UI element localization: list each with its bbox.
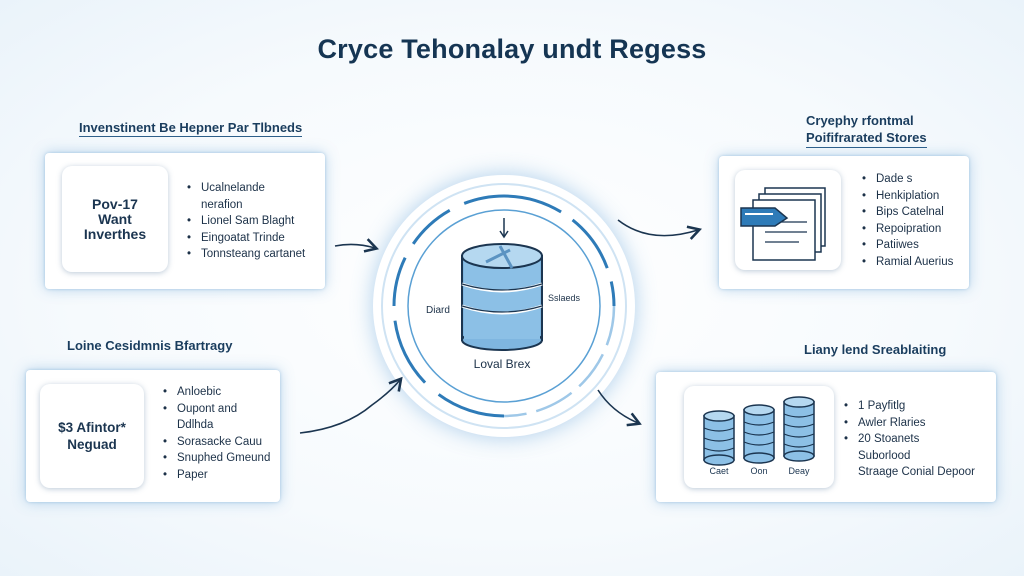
list-item: Ramial Auerius	[862, 254, 953, 271]
list-item: Eingoatat Trinde	[187, 230, 305, 247]
list-item: Bips Catelnal	[862, 204, 953, 221]
bottom-left-heading: Loine Cesidmnis Bfartragy	[67, 338, 233, 353]
arrow-right-icon	[334, 238, 380, 253]
heading-line: Cryephy rfontmal	[806, 113, 914, 128]
db-label: Oon	[750, 466, 768, 476]
center-left-tag: Diard	[426, 305, 450, 316]
badge-line: Inverthes	[83, 225, 147, 242]
badge-line: Pov-17	[92, 195, 138, 212]
list-item: Ddlhda	[177, 419, 214, 431]
list-item: Paper	[163, 467, 270, 484]
database-icon	[461, 243, 543, 351]
list-item: 1 Payfitlg	[844, 398, 975, 415]
list-item: Ucalnelande	[187, 180, 305, 197]
badge-line: Neguad	[67, 437, 117, 452]
top-right-docs	[735, 170, 841, 270]
arrow-curved-icon	[617, 219, 702, 240]
heading-line: Poififrarated Stores	[806, 129, 927, 148]
badge-line: $3 Afintor*	[58, 420, 126, 435]
arrow-curved-icon	[299, 376, 403, 434]
top-left-list: Ucalnelande nerafion Lionel Sam Blaght E…	[187, 180, 305, 263]
list-item: Awler Rlaries	[844, 415, 975, 432]
list-item: Oupont and	[163, 401, 270, 418]
center-label: Loval Brex	[473, 357, 531, 371]
list-item: Straage Conial Depoor	[858, 466, 975, 478]
list-item: Sorasacke Cauu	[163, 434, 270, 451]
top-left-card: Pov-17 Want Inverthes Ucalnelande nerafi…	[45, 153, 325, 289]
top-right-card: Dade s Henkiplation Bips Catelnal Repoip…	[719, 156, 969, 289]
top-right-heading: Cryephy rfontmal Poififrarated Stores	[806, 112, 946, 148]
list-item: Henkiplation	[862, 188, 953, 205]
bottom-left-badge: $3 Afintor* Neguad	[40, 384, 144, 488]
list-item: Suborlood	[858, 449, 911, 462]
top-left-heading: Invenstinent Be Hepner Par Tlbneds	[79, 120, 303, 137]
database-icon	[783, 396, 815, 462]
list-item: Dade s	[862, 171, 953, 188]
list-item: Repoipration	[862, 221, 953, 238]
bottom-left-list: Anloebic Oupont and Ddlhda Sorasacke Cau…	[163, 384, 270, 483]
top-left-badge: Pov-17 Want Inverthes	[62, 166, 168, 272]
db-label: Deay	[788, 466, 810, 476]
bottom-right-card: Caet Oon Deay 1 Payfitlg Awler Rlaries 2…	[656, 372, 996, 502]
database-icon	[743, 404, 775, 464]
bottom-right-heading: Liany lend Sreablaiting	[804, 342, 947, 357]
arrow-curved-icon	[597, 389, 642, 427]
list-item: Anloebic	[163, 384, 270, 401]
list-item: 20 Stoanets	[844, 431, 975, 448]
db-label: Caet	[709, 466, 729, 476]
documents-icon	[740, 187, 826, 261]
diagram-title: Cryce Tehonalay undt Regess	[317, 34, 707, 64]
list-item: nerafion	[201, 198, 243, 211]
badge-line: Want	[98, 210, 132, 227]
top-right-list: Dade s Henkiplation Bips Catelnal Repoip…	[862, 171, 953, 270]
list-item: Lionel Sam Blaght	[187, 213, 305, 230]
center-right-tag: Sslaeds	[548, 293, 581, 303]
bottom-right-list: 1 Payfitlg Awler Rlaries 20 Stoanets Sub…	[844, 398, 975, 481]
list-item: Tonnsteang cartanet	[187, 246, 305, 263]
database-stack-icons	[703, 396, 815, 466]
bottom-left-card: $3 Afintor* Neguad Anloebic Oupont and D…	[26, 370, 280, 502]
list-item: Patiiwes	[862, 237, 953, 254]
bottom-right-dbs: Caet Oon Deay	[684, 386, 834, 488]
database-icon	[703, 410, 735, 466]
list-item: Snuphed Gmeund	[163, 450, 270, 467]
